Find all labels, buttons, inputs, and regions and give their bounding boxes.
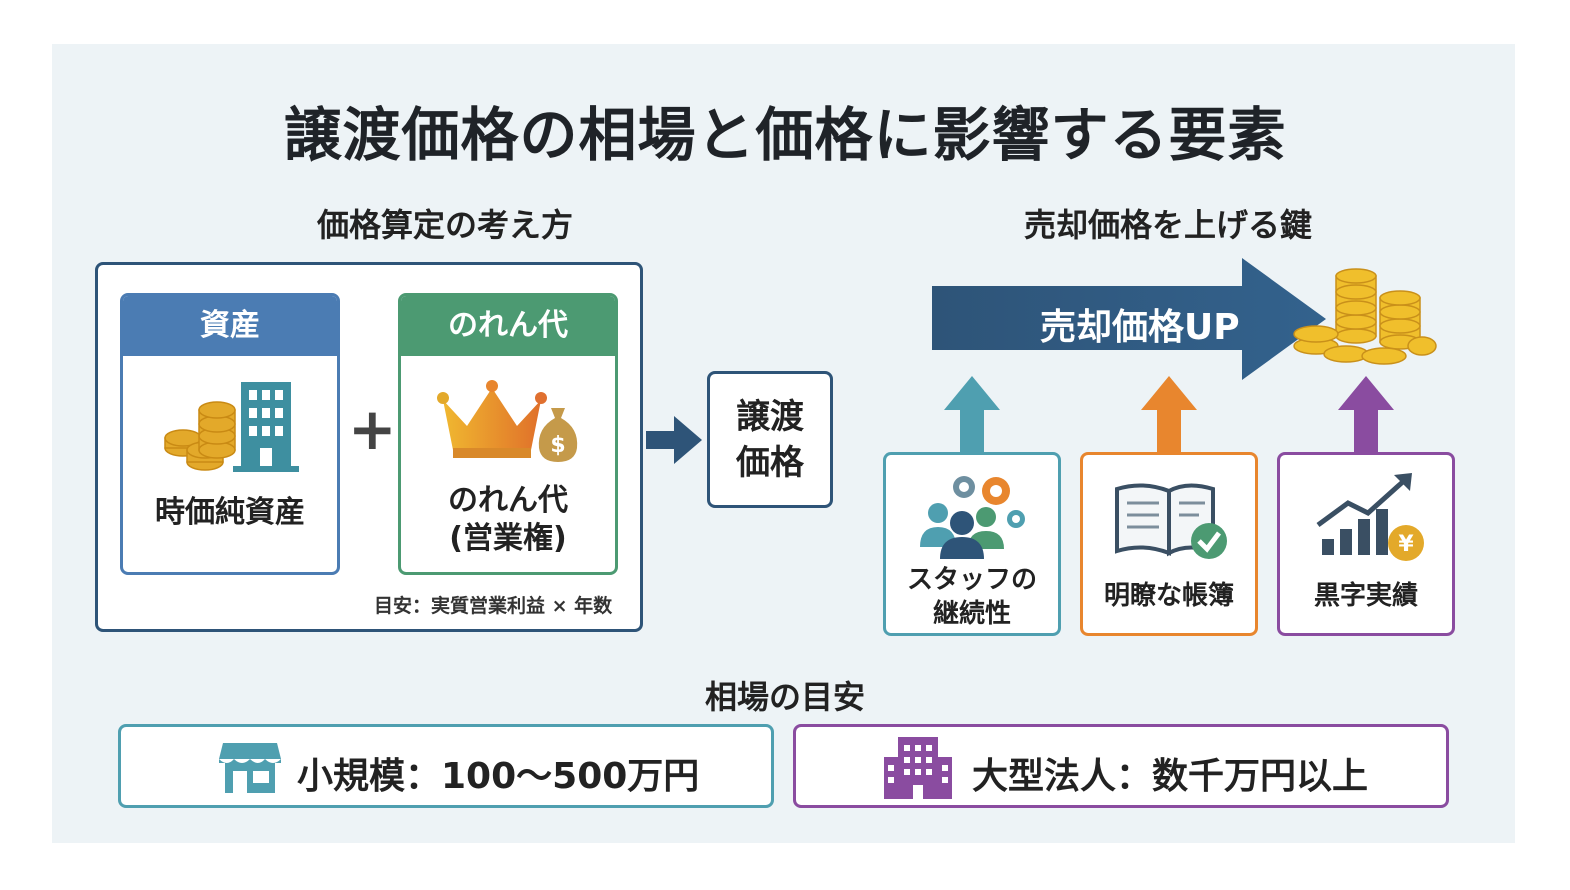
svg-text:¥: ¥ bbox=[1398, 532, 1414, 557]
asset-card-label: 時価純資産 bbox=[155, 495, 305, 530]
coin-pile-icon bbox=[1293, 268, 1437, 365]
purple-up-arrow-icon bbox=[1338, 376, 1394, 452]
goodwill-card-label: のれん代 bbox=[448, 483, 568, 518]
money-bag-icon: $ bbox=[538, 408, 578, 462]
large-scale-text: 大型法人：数千万円以上 bbox=[972, 756, 1369, 797]
small-scale-band: 小規模：100〜500万円 bbox=[118, 724, 774, 808]
office-building-icon bbox=[884, 737, 952, 799]
growth-chart-yen-icon: ¥ bbox=[1316, 473, 1424, 561]
pricing-formula-box: 資産 時価純資産 + のれん代 bbox=[95, 262, 643, 632]
key-profit-label: 黒字実績 bbox=[1313, 581, 1418, 611]
key-card-staff: スタッフの 継続性 bbox=[883, 452, 1061, 636]
asset-card: 資産 時価純資産 bbox=[120, 293, 340, 575]
key-staff-line2: 継続性 bbox=[932, 599, 1011, 629]
price-up-label: 売却価格UP bbox=[1040, 307, 1240, 348]
book-check-icon bbox=[1115, 483, 1227, 559]
svg-text:$: $ bbox=[550, 433, 565, 458]
small-scale-text: 小規模：100〜500万円 bbox=[297, 756, 700, 797]
pricing-section-title: 価格算定の考え方 bbox=[316, 206, 573, 244]
coins-icon bbox=[164, 401, 236, 471]
key-staff-line1: スタッフの bbox=[906, 565, 1037, 595]
crown-icon bbox=[437, 380, 547, 458]
transfer-price-line2: 価格 bbox=[736, 443, 804, 483]
plus-sign: + bbox=[348, 395, 397, 463]
goodwill-card-header: のれん代 bbox=[401, 296, 615, 356]
key-card-profit: ¥ 黒字実績 bbox=[1277, 452, 1455, 636]
transfer-price-box: 譲渡 価格 bbox=[707, 371, 833, 508]
price-up-arrow-icon bbox=[932, 258, 1326, 380]
result-arrow-icon bbox=[646, 416, 702, 464]
goodwill-estimate-note: 目安：実質営業利益 × 年数 bbox=[374, 595, 613, 617]
orange-up-arrow-icon bbox=[1141, 376, 1197, 452]
team-gears-icon bbox=[920, 476, 1025, 559]
shop-icon bbox=[219, 743, 281, 793]
building-icon bbox=[233, 382, 299, 472]
large-scale-band: 大型法人：数千万円以上 bbox=[793, 724, 1449, 808]
keys-section-title: 売却価格を上げる鍵 bbox=[1023, 206, 1312, 244]
goodwill-card-sublabel: (営業権) bbox=[449, 521, 567, 556]
teal-up-arrow-icon bbox=[944, 376, 1000, 452]
goodwill-card: のれん代 $ のれん代 (営業権) bbox=[398, 293, 618, 575]
page-title: 譲渡価格の相場と価格に影響する要素 bbox=[283, 101, 1287, 169]
key-card-books: 明瞭な帳簿 bbox=[1080, 452, 1258, 636]
asset-card-header: 資産 bbox=[123, 296, 337, 356]
transfer-price-line1: 譲渡 bbox=[736, 397, 804, 437]
market-section-title: 相場の目安 bbox=[704, 678, 865, 716]
key-books-label: 明瞭な帳簿 bbox=[1103, 581, 1234, 611]
